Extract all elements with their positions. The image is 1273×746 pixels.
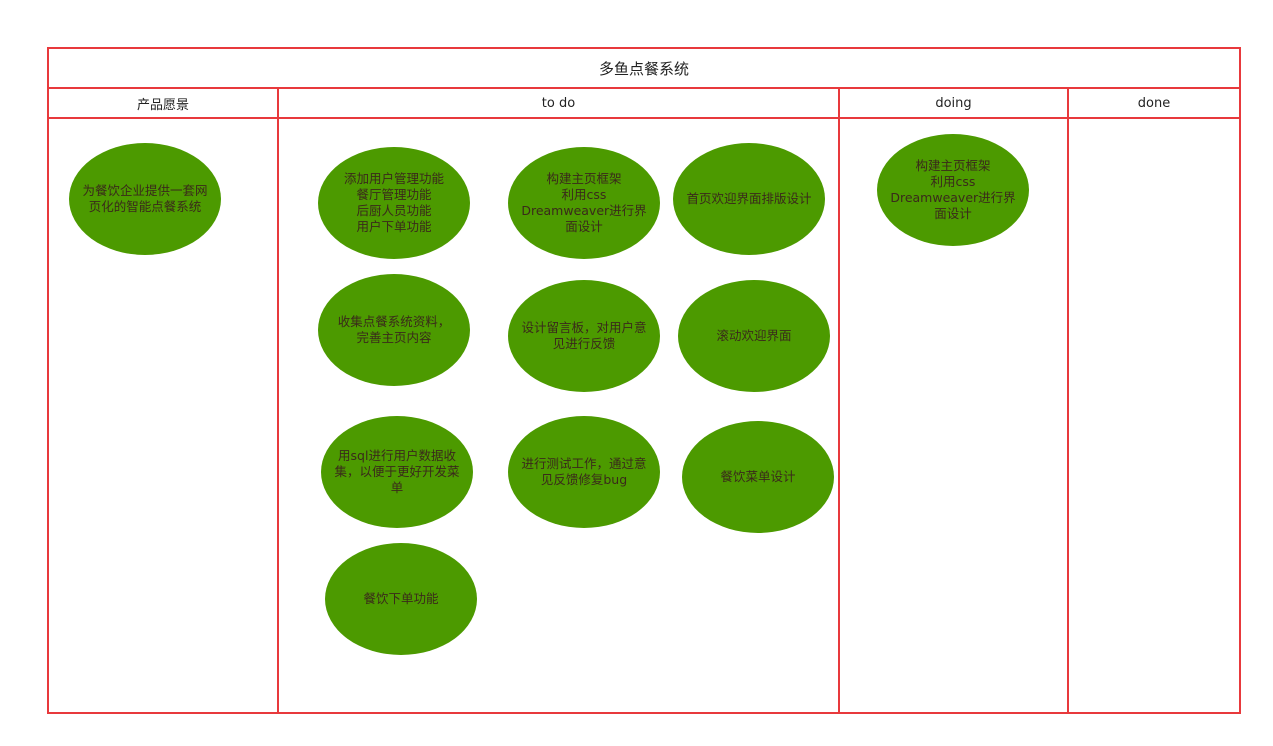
card-todo[interactable]: 设计留言板，对用户意 见进行反馈 <box>508 280 660 392</box>
column-divider <box>277 89 279 712</box>
card-todo[interactable]: 添加用户管理功能 餐厅管理功能 后厨人员功能 用户下单功能 <box>318 147 470 259</box>
column-header-doing: doing <box>935 95 972 111</box>
card-vision[interactable]: 为餐饮企业提供一套网 页化的智能点餐系统 <box>69 143 221 255</box>
card-todo[interactable]: 构建主页框架 利用css Dreamweaver进行界 面设计 <box>508 147 660 259</box>
card-todo[interactable]: 滚动欢迎界面 <box>678 280 830 392</box>
column-header-row: 产品愿景 to do doing done <box>49 89 1239 119</box>
column-header-done: done <box>1137 95 1171 111</box>
column-divider <box>1067 89 1069 712</box>
card-todo[interactable]: 进行测试工作，通过意 见反馈修复bug <box>508 416 660 528</box>
card-todo[interactable]: 用sql进行用户数据收 集，以便于更好开发菜 单 <box>321 416 473 528</box>
column-header-todo: to do <box>541 95 576 111</box>
board-title: 多鱼点餐系统 <box>49 49 1239 89</box>
card-todo[interactable]: 餐饮下单功能 <box>325 543 477 655</box>
kanban-board: 多鱼点餐系统 产品愿景 to do doing done 为餐饮企业提供一套网 … <box>47 47 1241 714</box>
card-doing[interactable]: 构建主页框架 利用css Dreamweaver进行界 面设计 <box>877 134 1029 246</box>
card-todo[interactable]: 收集点餐系统资料， 完善主页内容 <box>318 274 470 386</box>
column-header-vision: 产品愿景 <box>136 97 189 113</box>
column-divider <box>838 89 840 712</box>
card-todo[interactable]: 首页欢迎界面排版设计 <box>673 143 825 255</box>
card-todo[interactable]: 餐饮菜单设计 <box>682 421 834 533</box>
